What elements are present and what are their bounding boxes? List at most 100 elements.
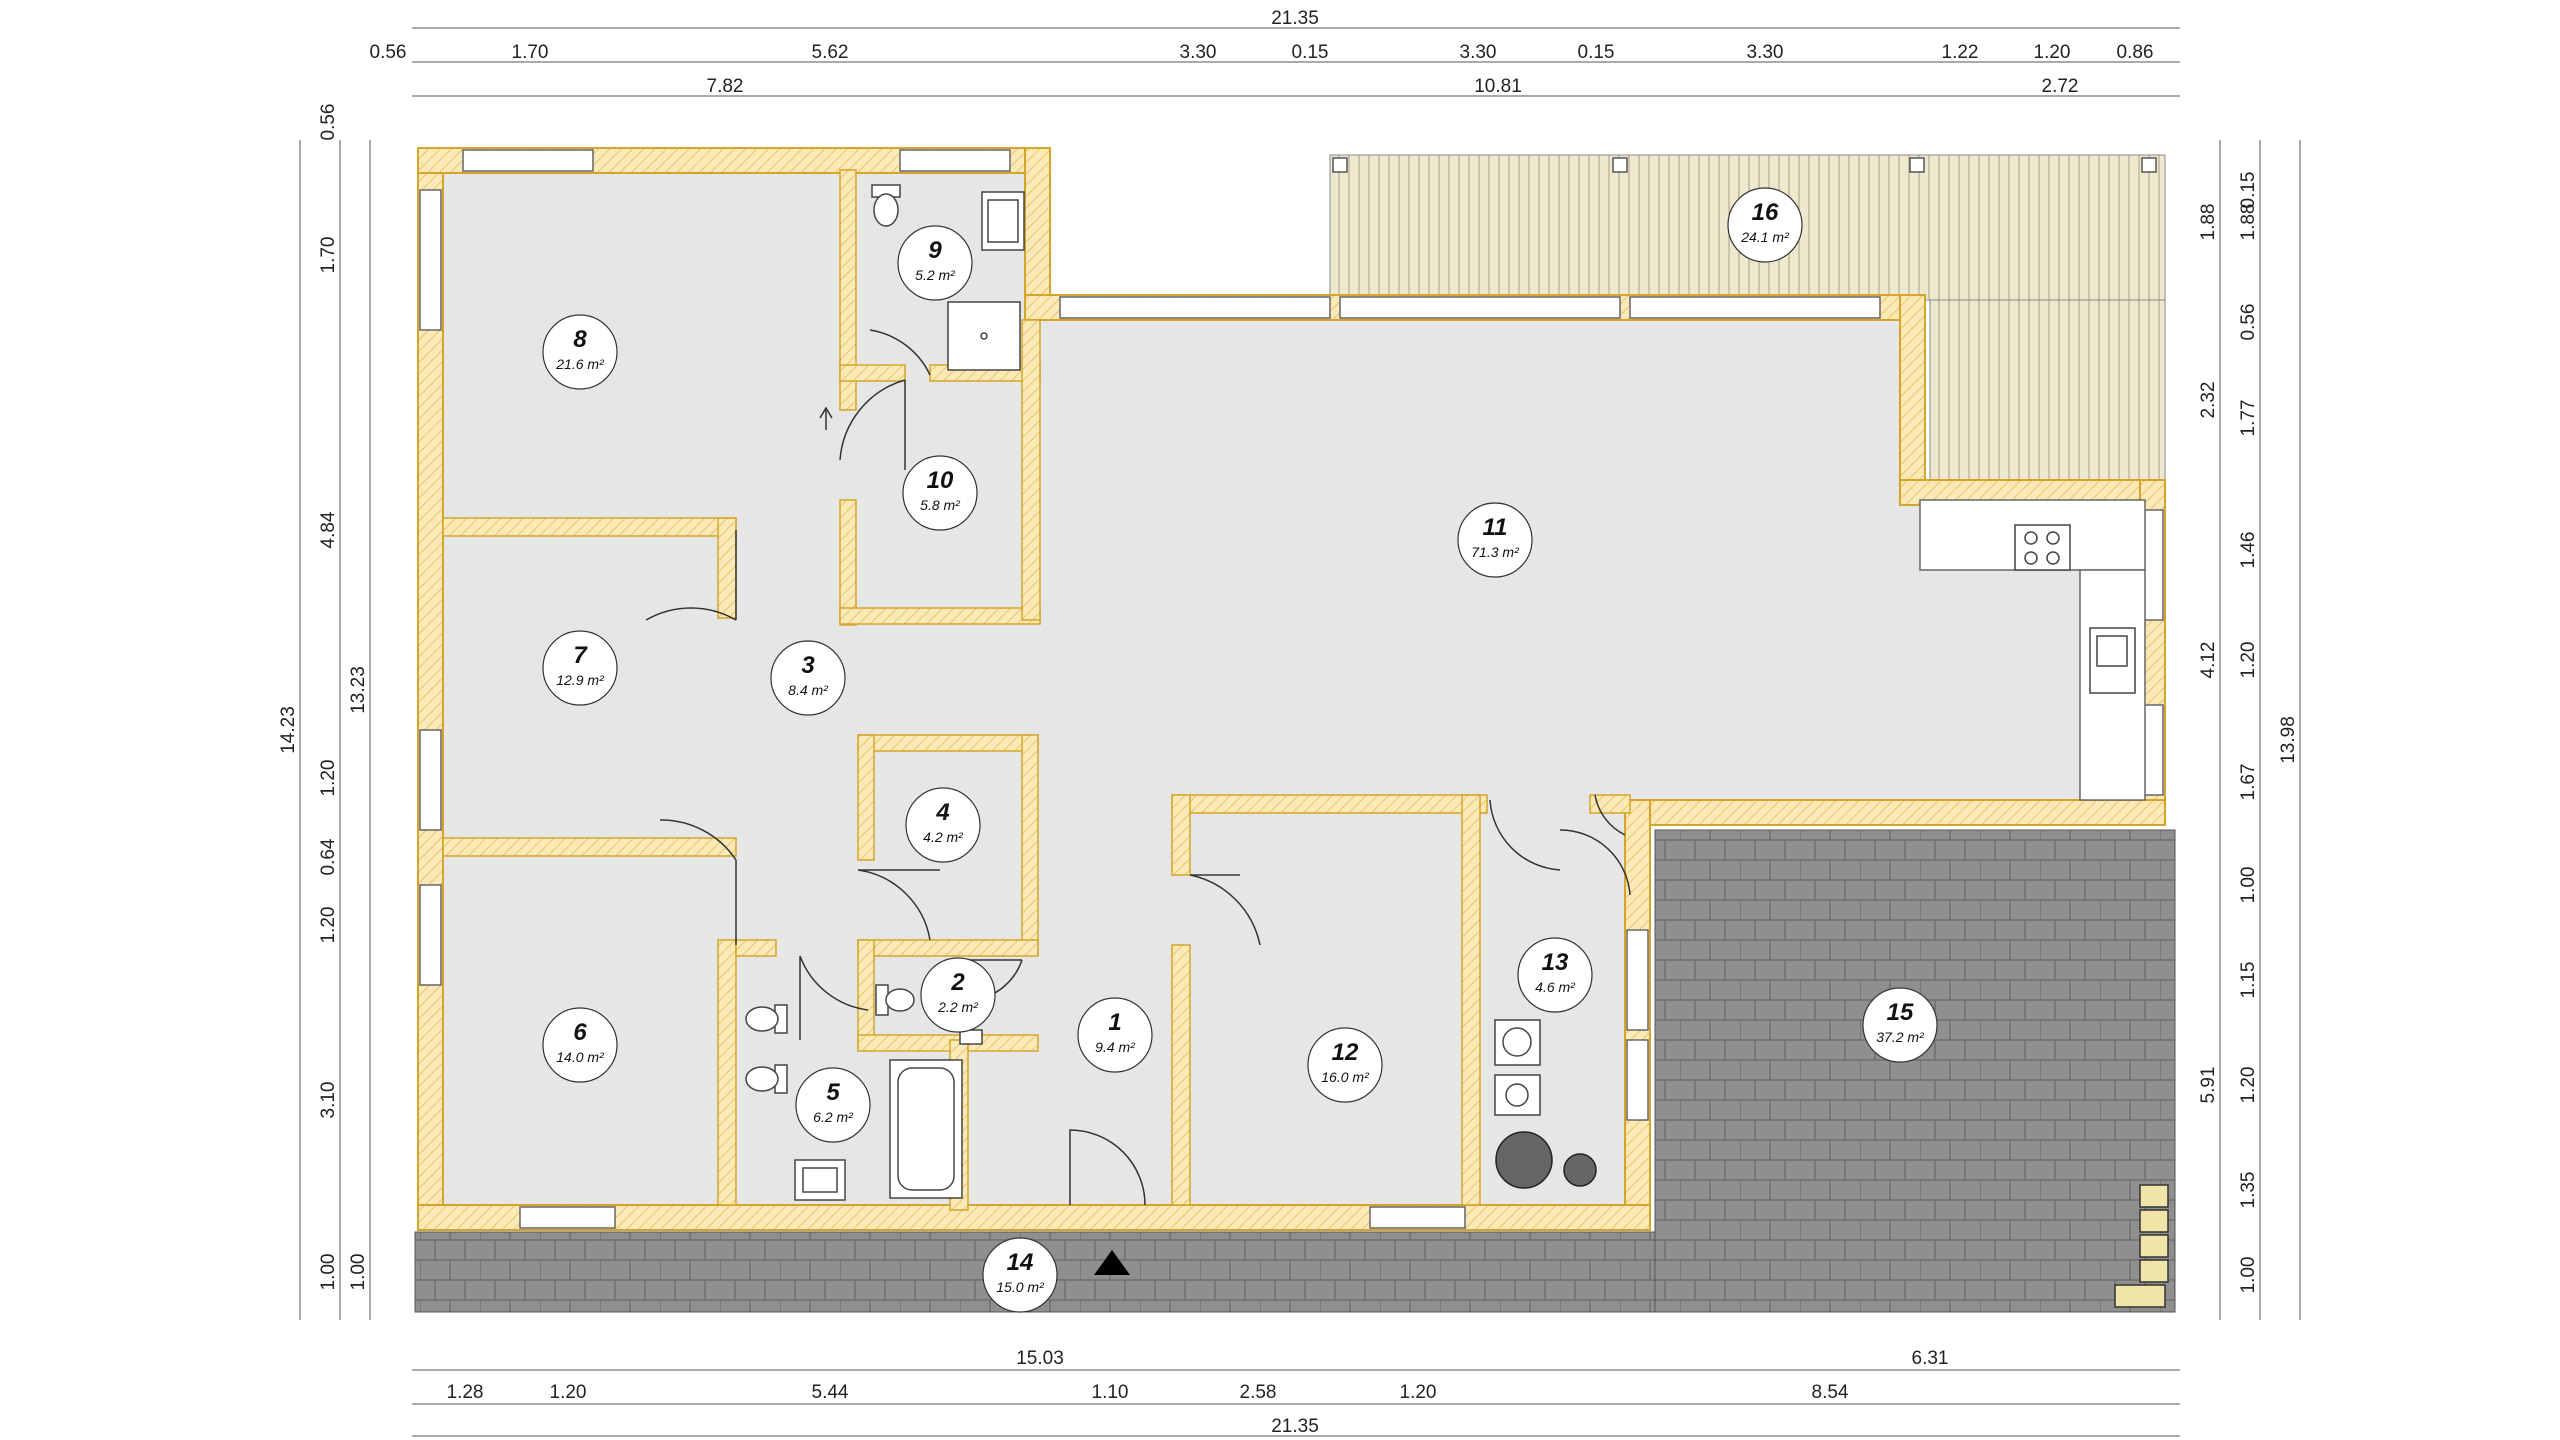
dim-top-3: 5.62 xyxy=(812,42,849,63)
dim-top-9: 1.22 xyxy=(1942,42,1979,63)
dim-right2-3: 0.56 xyxy=(2238,304,2259,341)
dim-left-1: 0.56 xyxy=(318,104,339,141)
paving-terrace xyxy=(1654,829,2176,1313)
svg-text:4.6 m²: 4.6 m² xyxy=(1535,979,1576,995)
sink-icon-kitchen xyxy=(2089,627,2136,694)
svg-text:14: 14 xyxy=(1007,1249,1034,1276)
svg-text:3: 3 xyxy=(801,652,815,679)
stair-arrow-icon xyxy=(819,406,833,430)
boiler-icon xyxy=(1495,1131,1597,1189)
room-label-1: 1 9.4 m² xyxy=(1077,997,1153,1073)
room-label-11: 11 71.3 m² xyxy=(1457,502,1533,578)
dim-left-total: 14.23 xyxy=(278,706,299,754)
svg-text:4: 4 xyxy=(935,799,949,826)
dim-right2-10: 1.20 xyxy=(2238,1067,2259,1104)
svg-text:1: 1 xyxy=(1108,1009,1121,1036)
deck-post-icons xyxy=(1332,157,2157,173)
entrance-arrow-icon xyxy=(1094,1250,1130,1275)
dim-top-total: 21.35 xyxy=(1271,8,1319,29)
room-label-14: 14 15.0 m² xyxy=(982,1237,1058,1313)
dim-bottom-1: 15.03 xyxy=(1016,1348,1064,1369)
room-label-5: 5 6.2 m² xyxy=(795,1067,871,1143)
dim-top-1: 0.56 xyxy=(370,42,407,63)
dims-left: 14.23 13.23 0.56 1.70 4.84 1.20 0.64 1.2… xyxy=(278,104,369,1291)
dim-bottom2-2: 1.20 xyxy=(550,1382,587,1403)
dim-top2-1: 7.82 xyxy=(707,76,744,97)
dim-right2-7: 1.67 xyxy=(2238,764,2259,801)
svg-text:11: 11 xyxy=(1483,514,1508,541)
svg-text:9.4 m²: 9.4 m² xyxy=(1095,1039,1136,1055)
stove-icon xyxy=(2014,524,2071,571)
dim-right1-3: 4.12 xyxy=(2198,642,2219,679)
dim-bottom-total: 21.35 xyxy=(1271,1416,1319,1437)
room-label-2: 2 2.2 m² xyxy=(920,957,996,1033)
dims-right: 13.98 1.88 2.32 4.12 5.91 0.15 1.88 0.56… xyxy=(2198,172,2299,1294)
dim-bottom2-6: 1.20 xyxy=(1400,1382,1437,1403)
dim-right2-11: 1.35 xyxy=(2238,1172,2259,1209)
dim-right2-2: 1.88 xyxy=(2238,204,2259,241)
dim-bottom-2: 6.31 xyxy=(1912,1348,1949,1369)
toilet-icon-bath5 xyxy=(745,1004,788,1094)
svg-text:71.3 m²: 71.3 m² xyxy=(1471,544,1520,560)
room-label-16: 16 24.1 m² xyxy=(1727,187,1803,263)
svg-text:24.1 m²: 24.1 m² xyxy=(1740,229,1790,245)
svg-text:4.2 m²: 4.2 m² xyxy=(923,829,964,845)
toilet-icon-wc2 xyxy=(875,984,983,1045)
sink-icon-bath5 xyxy=(794,1159,846,1201)
dim-left-9: 1.00 xyxy=(348,1254,369,1291)
room-label-7: 7 12.9 m² xyxy=(542,630,618,706)
svg-text:10: 10 xyxy=(927,467,954,494)
deck-strip xyxy=(1929,299,2166,491)
dim-right1-2: 2.32 xyxy=(2198,382,2219,419)
svg-text:12: 12 xyxy=(1332,1039,1359,1066)
svg-text:15.0 m²: 15.0 m² xyxy=(996,1279,1045,1295)
dim-left-3: 4.84 xyxy=(318,511,339,548)
svg-text:12.9 m²: 12.9 m² xyxy=(556,672,605,688)
dim-bottom2-7: 8.54 xyxy=(1812,1382,1849,1403)
dim-left-6: 1.20 xyxy=(318,907,339,944)
svg-text:2: 2 xyxy=(950,969,965,996)
dim-top2-3: 2.72 xyxy=(2042,76,2079,97)
dim-bottom2-3: 5.44 xyxy=(812,1382,849,1403)
dim-top-10: 1.20 xyxy=(2034,42,2071,63)
svg-text:37.2 m²: 37.2 m² xyxy=(1876,1029,1925,1045)
svg-text:5.8 m²: 5.8 m² xyxy=(920,497,961,513)
svg-text:21.6 m²: 21.6 m² xyxy=(555,356,605,372)
dim-right2-6: 1.20 xyxy=(2238,642,2259,679)
dim-top-11: 0.86 xyxy=(2117,42,2154,63)
dim-top-5: 0.15 xyxy=(1292,42,1329,63)
shower-icon xyxy=(947,301,1021,371)
svg-text:7: 7 xyxy=(573,642,588,669)
svg-text:16: 16 xyxy=(1752,199,1779,226)
dim-left-inner: 13.23 xyxy=(348,666,369,714)
dim-left-4: 1.20 xyxy=(318,760,339,797)
room-label-15: 15 37.2 m² xyxy=(1862,987,1938,1063)
toilet-icon xyxy=(871,184,901,227)
room-label-8: 8 21.6 m² xyxy=(542,314,618,390)
sink-icon xyxy=(981,191,1025,251)
room-label-9: 9 5.2 m² xyxy=(897,225,973,301)
svg-text:8: 8 xyxy=(573,326,587,353)
dim-top-4: 3.30 xyxy=(1180,42,1217,63)
room-label-6: 6 14.0 m² xyxy=(542,1007,618,1083)
dim-left-5: 0.64 xyxy=(318,838,339,875)
dim-right1-4: 5.91 xyxy=(2198,1067,2219,1104)
dim-right2-9: 1.15 xyxy=(2238,962,2259,999)
stacked-stones-icon xyxy=(2114,1184,2169,1308)
doors xyxy=(645,329,1631,1206)
svg-text:2.2 m²: 2.2 m² xyxy=(937,999,979,1015)
dim-right-total: 13.98 xyxy=(2278,716,2299,764)
svg-text:9: 9 xyxy=(928,237,942,264)
dim-right1-1: 1.88 xyxy=(2198,204,2219,241)
svg-text:8.4 m²: 8.4 m² xyxy=(788,682,829,698)
dims-bottom: 15.03 6.31 1.28 1.20 5.44 1.10 2.58 1.20… xyxy=(447,1348,1949,1437)
room-label-13: 13 4.6 m² xyxy=(1517,937,1593,1013)
svg-text:16.0 m²: 16.0 m² xyxy=(1321,1069,1370,1085)
dim-bottom2-5: 2.58 xyxy=(1240,1382,1277,1403)
dims-top: 21.35 0.56 1.70 5.62 3.30 0.15 3.30 0.15… xyxy=(370,8,2154,97)
dim-top-7: 0.15 xyxy=(1578,42,1615,63)
dim-left-2: 1.70 xyxy=(318,237,339,274)
room-label-10: 10 5.8 m² xyxy=(902,455,978,531)
dim-top-6: 3.30 xyxy=(1460,42,1497,63)
